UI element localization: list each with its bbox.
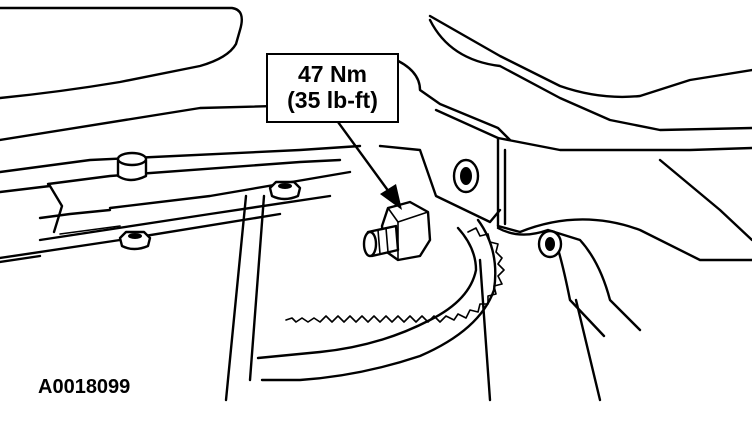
- transmission-case: [0, 102, 362, 264]
- mount-bracket: [378, 14, 752, 338]
- callout-arrow: [336, 120, 402, 210]
- ring-gear: [256, 218, 602, 402]
- torque-callout: 47 Nm (35 lb-ft): [266, 53, 399, 123]
- upper-housing: [0, 6, 243, 100]
- target-bolt: [362, 200, 432, 262]
- case-bolt-1: [118, 230, 152, 251]
- case-bolt-2: [268, 180, 302, 201]
- torque-metric-label: 47 Nm: [297, 61, 368, 88]
- support-rod: [224, 194, 266, 402]
- dowel-pin: [116, 151, 148, 182]
- torque-imperial-label: (35 lb-ft): [287, 87, 378, 113]
- figure-id-label: A0018099: [38, 376, 131, 398]
